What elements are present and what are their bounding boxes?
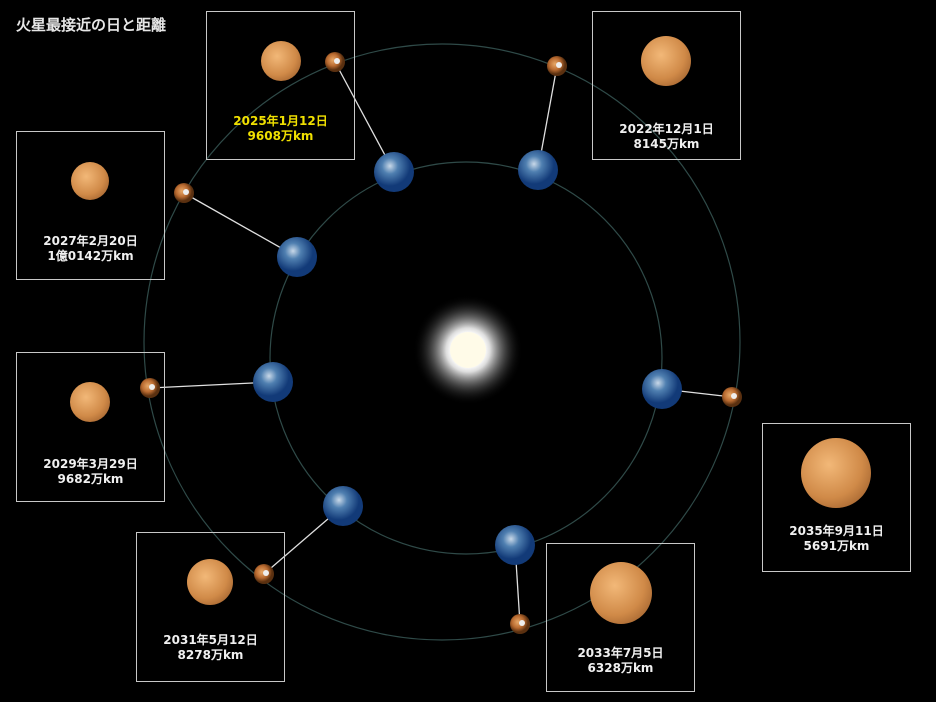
- sightline: [334, 61, 395, 173]
- approach-distance: 5691万km: [803, 539, 870, 553]
- approach-date: 2025年1月12日: [233, 114, 328, 128]
- mars-disk-icon: [261, 41, 301, 81]
- mars-orbit: [143, 43, 741, 641]
- approach-distance: 9608万km: [247, 129, 314, 143]
- earth-icon: [518, 150, 558, 190]
- earth-icon: [323, 486, 363, 526]
- approach-date: 2027年2月20日: [43, 234, 138, 248]
- approach-distance: 8278万km: [177, 648, 244, 662]
- approach-date: 2035年9月11日: [789, 524, 884, 538]
- earth-icon: [642, 369, 682, 409]
- approach-distance: 1億0142万km: [47, 249, 134, 263]
- mars-disk-icon: [71, 162, 109, 200]
- earth-orbit: [269, 161, 663, 555]
- mars-polar-cap: [556, 62, 562, 68]
- mars-disk-icon: [590, 562, 652, 624]
- mars-disk-icon: [187, 559, 233, 605]
- approach-date: 2031年5月12日: [163, 633, 258, 647]
- mars-polar-cap: [519, 620, 525, 626]
- sightline: [149, 381, 274, 389]
- mars-polar-cap: [183, 189, 189, 195]
- sun: [450, 332, 486, 368]
- earth-icon: [277, 237, 317, 277]
- approach-date: 2033年7月5日: [577, 646, 664, 660]
- approach-distance: 8145万km: [633, 137, 700, 151]
- mars-polar-cap: [731, 393, 737, 399]
- diagram-title: 火星最接近の日と距離: [16, 16, 167, 34]
- approach-date: 2022年12月1日: [619, 122, 714, 136]
- mars-polar-cap: [334, 58, 340, 64]
- mars-disk-icon: [70, 382, 110, 422]
- approach-distance: 6328万km: [587, 661, 654, 675]
- mars-polar-cap: [263, 570, 269, 576]
- earth-icon: [374, 152, 414, 192]
- earth-icon: [253, 362, 293, 402]
- mars-disk-icon: [801, 438, 871, 508]
- approach-date: 2029年3月29日: [43, 457, 138, 471]
- approach-distance: 9682万km: [57, 472, 124, 486]
- earth-icon: [495, 525, 535, 565]
- sightline: [183, 192, 298, 258]
- mars-polar-cap: [149, 384, 155, 390]
- mars-disk-icon: [641, 36, 691, 86]
